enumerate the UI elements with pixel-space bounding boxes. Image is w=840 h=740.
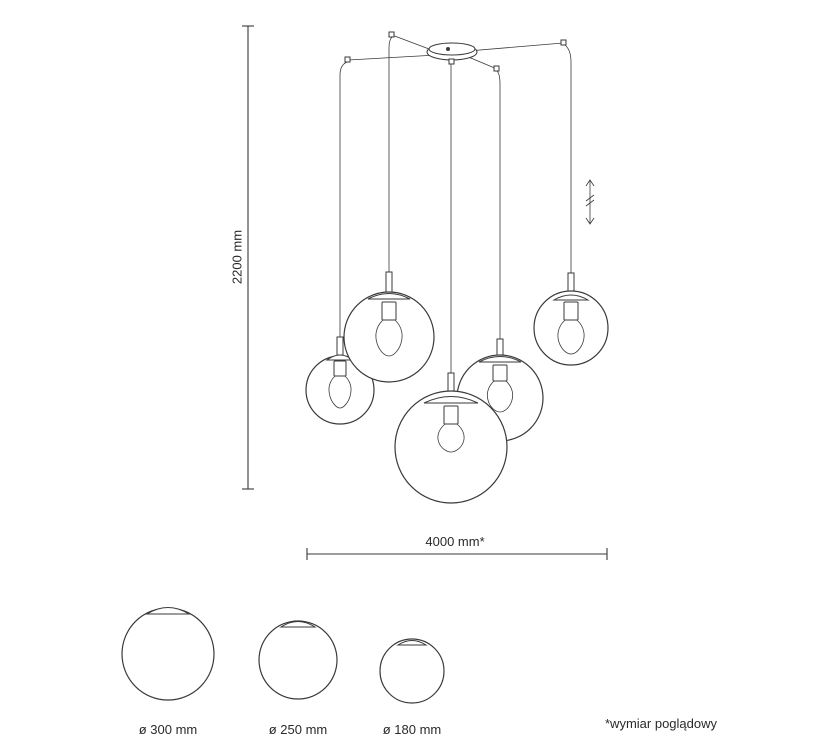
pendant-globe-upper (343, 271, 435, 383)
adjustable-height-arrow-icon (585, 179, 595, 225)
shade-size-label: ø 250 mm (268, 722, 328, 737)
pendant-globe-far-right (533, 272, 609, 366)
shade-250-icon (258, 620, 338, 700)
width-dimension-label: 4000 mm* (425, 534, 485, 549)
shade-size-label: ø 300 mm (138, 722, 198, 737)
shade-size-label: ø 180 mm (382, 722, 442, 737)
cables (339, 36, 572, 373)
height-dimension-label: 2200 mm (229, 229, 245, 285)
shade-180-icon (379, 638, 445, 704)
ceiling-canopy-icon (344, 31, 567, 72)
height-dimension-line (242, 25, 254, 490)
pendant-globe-front (394, 372, 508, 504)
footnote: *wymiar poglądowy (605, 716, 717, 731)
pendant-globe-left (305, 336, 375, 425)
shade-300-icon (121, 607, 215, 701)
width-dimension-line (306, 548, 608, 560)
